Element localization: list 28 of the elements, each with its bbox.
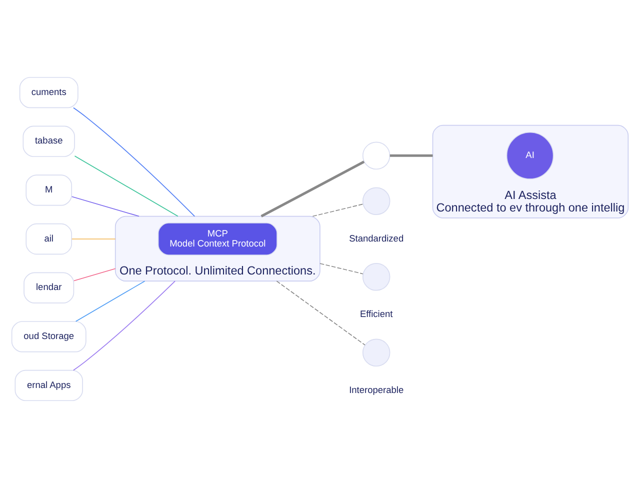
node-box: tabase [22, 126, 75, 157]
connector [74, 268, 116, 282]
node-circle [362, 263, 390, 291]
connector [74, 156, 178, 217]
node-label: Efficient [360, 309, 393, 320]
node-circle [362, 338, 390, 367]
node-circle: AI [506, 132, 554, 180]
connector [390, 154, 433, 157]
node-label: Interoperable [349, 384, 404, 395]
node-box: M [26, 174, 72, 206]
node-label: Standardized [349, 233, 404, 244]
node-circle [362, 187, 390, 215]
connector [75, 280, 146, 322]
connector [260, 160, 365, 218]
node-box: ail [26, 223, 72, 255]
node-box: MCP Model Context Protocol [158, 222, 278, 256]
node-box: lendar [24, 272, 74, 304]
connector [71, 196, 140, 217]
connector [276, 280, 366, 346]
node-box: cuments [19, 76, 78, 108]
node-circle [362, 142, 390, 170]
node-box: oud Storage [11, 321, 86, 352]
connector [71, 238, 116, 240]
connector [312, 204, 364, 217]
connector [73, 107, 196, 217]
node-box: ernal Apps [14, 370, 83, 402]
connector [73, 280, 176, 371]
connector [320, 263, 364, 274]
